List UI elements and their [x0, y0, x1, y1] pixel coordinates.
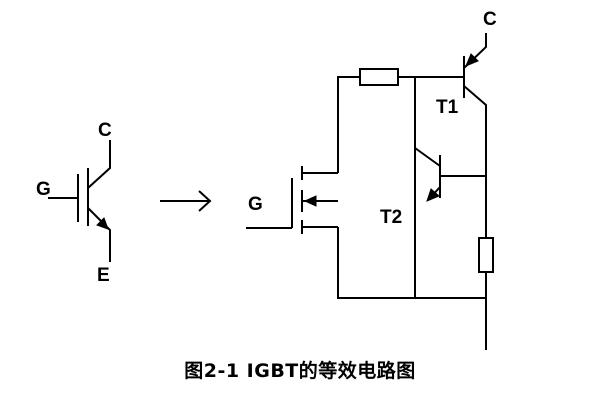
- t2-label: T2: [380, 207, 402, 228]
- mosfet: [246, 166, 338, 234]
- t1-label: T1: [436, 97, 459, 118]
- t1-collector-lead: [463, 85, 487, 176]
- symbol-emitter-label: E: [97, 265, 110, 286]
- bottom-return-wire: [337, 227, 486, 299]
- transform-arrow-head: [198, 190, 212, 212]
- symbol-gate-label: G: [36, 179, 51, 200]
- symbol-emitter-arrow: [96, 217, 109, 230]
- transform-arrow: [160, 190, 212, 212]
- symbol-emitter-lead: [87, 207, 111, 262]
- t2-emitter-arrow: [426, 188, 440, 202]
- transistor-t2: [414, 77, 486, 298]
- equivalent-collector-label: C: [483, 9, 497, 30]
- transistor-t1: [415, 33, 487, 176]
- base-resistor: [359, 68, 399, 86]
- shunt-resistor: [478, 237, 494, 273]
- equivalent-gate-label: G: [248, 194, 263, 215]
- igbt-symbol: G C E: [36, 120, 112, 286]
- drain-to-resistor-wire: [337, 76, 360, 173]
- symbol-collector-label: C: [98, 120, 112, 141]
- equivalent-circuit: C G T1 T2: [246, 9, 497, 350]
- mosfet-body-arrow: [303, 195, 317, 207]
- symbol-collector-lead: [87, 140, 111, 189]
- t2-collector-lead: [414, 147, 441, 167]
- t1-emitter-arrow: [465, 53, 479, 67]
- figure-caption: 图2-1 IGBT的等效电路图: [184, 360, 416, 382]
